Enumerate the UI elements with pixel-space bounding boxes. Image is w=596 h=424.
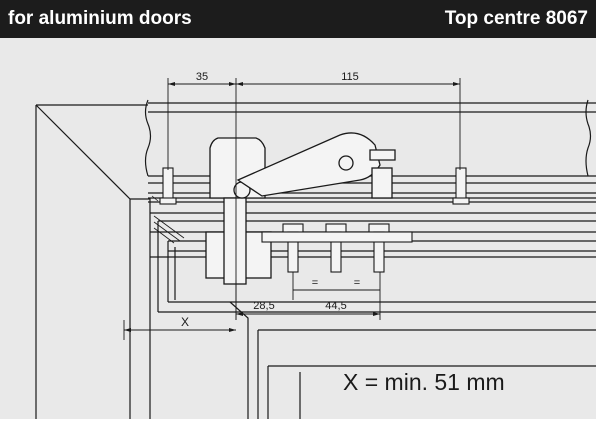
arrow-7 [124,328,131,332]
screw-top-2-head [452,197,470,205]
screw-bot-2-head [325,223,347,233]
header-right-title: Top centre 8067 [444,8,588,29]
hatch-2 [153,221,181,242]
mount-plate [261,231,413,243]
hatch-3 [153,227,175,244]
closer-arm [236,132,381,197]
eq-mark-1: = [312,277,318,289]
dim-28-5: 28,5 [253,300,274,312]
arrow-3 [236,82,243,86]
arm-body [371,167,393,199]
dim-115: 115 [341,71,359,83]
screw-bot-3-head [368,223,390,233]
dim-x: X [181,315,189,329]
break-right [585,99,592,177]
arm-bolt-head [369,149,396,161]
screw-top-2 [455,167,467,201]
header-left-title: for aluminium doors [8,8,192,29]
dimension-note: X = min. 51 mm [343,369,505,395]
break-left [144,99,152,177]
screw-bot-1-head [282,223,304,233]
arrow-1 [168,82,175,86]
screw-top-1 [162,167,174,201]
arrow-5 [236,312,243,316]
hatch-1 [153,215,185,239]
arm-pin [338,155,354,171]
arrow-4 [453,82,460,86]
header-bar: for aluminium doors Top centre 8067 [0,0,596,38]
leaf-miter [229,301,249,419]
arrow-6 [373,312,380,316]
pivot-spindle [223,197,247,285]
eq-mark-2: = [354,277,360,289]
drawing-panel: 35 115 28,5 44,5 = = X [0,38,596,419]
frame-miter [35,104,131,200]
hatch-4 [151,195,159,202]
screw-top-1-head [159,197,177,205]
dim-44-5: 44,5 [325,300,346,312]
arrow-8 [229,328,236,332]
frame-step [130,198,151,212]
technical-drawing: 35 115 28,5 44,5 = = X [35,71,596,419]
dim-35: 35 [196,71,208,83]
arrow-2 [229,82,236,86]
